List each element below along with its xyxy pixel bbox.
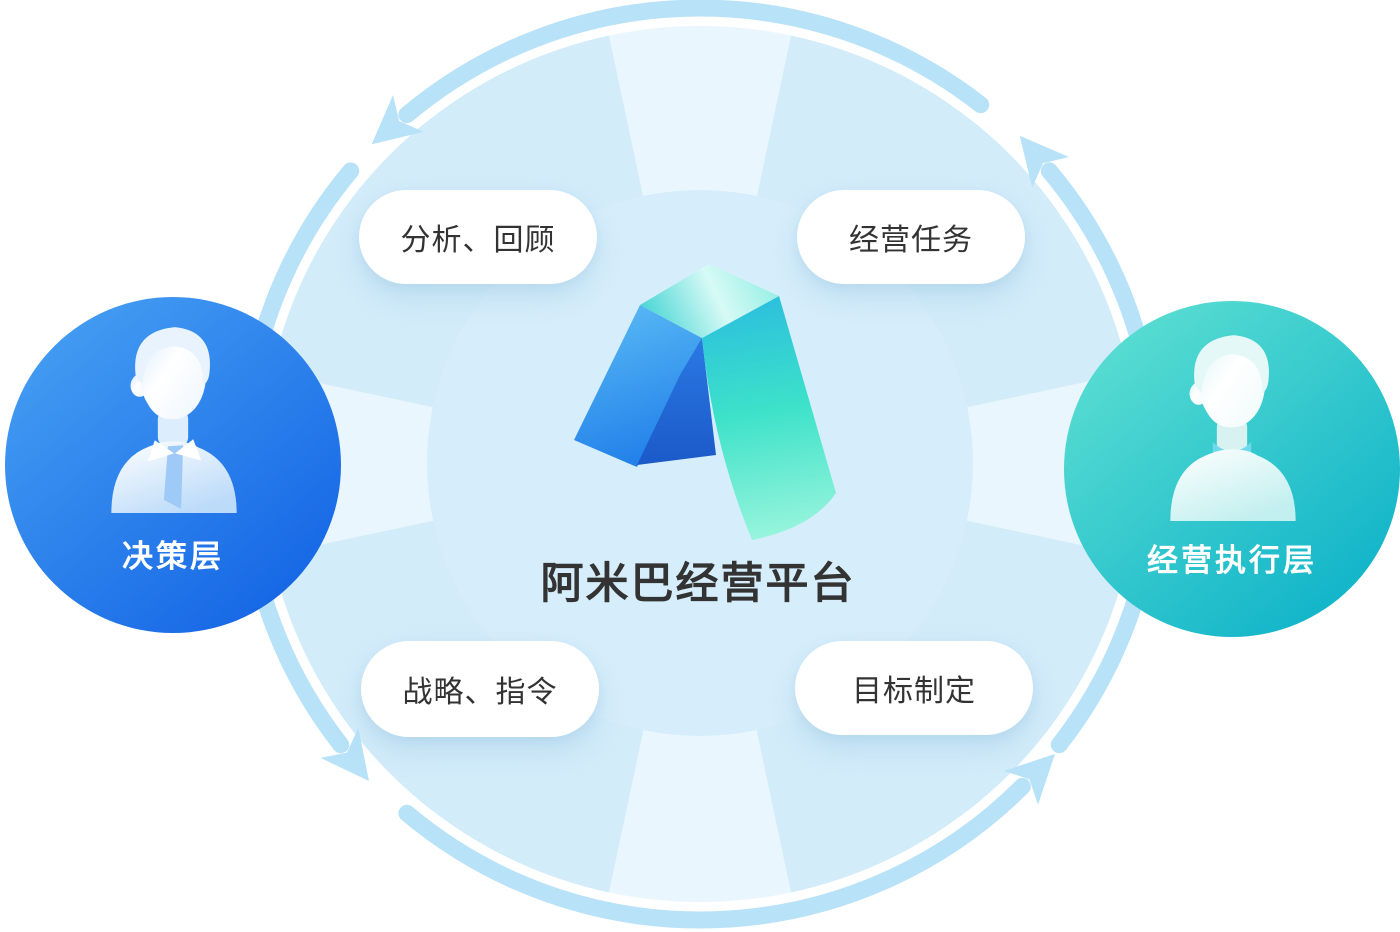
avatar-neck [1216, 417, 1248, 455]
execution-layer-circle: 经营执行层 [1064, 301, 1400, 637]
cycle-arc [398, 777, 1031, 929]
businessman-avatar-icon [111, 327, 237, 513]
avatar-head [1198, 339, 1266, 428]
pill-analysis-review-label: 分析、回顾 [400, 224, 556, 257]
cycle-arc [398, 0, 990, 124]
amoeba-3d-logo-icon [574, 264, 836, 540]
logo-right-face [702, 296, 836, 540]
avatar-head [139, 331, 207, 420]
pill-strategy-directives-label: 战略、指令 [402, 676, 558, 709]
avatar-neck [157, 409, 189, 447]
avatar-torso [1170, 449, 1296, 521]
pill-analysis-review: 分析、回顾 [359, 190, 597, 284]
logo-inner-face [637, 338, 716, 465]
avatar-collar-right [175, 439, 202, 461]
avatar-hair [135, 327, 210, 386]
pill-goal-setting-label: 目标制定 [852, 675, 976, 708]
pill-operating-tasks-label: 经营任务 [849, 224, 973, 257]
logo-left-leg [574, 305, 702, 467]
center-title: 阿米巴经营平台 [540, 560, 856, 608]
inner-cycle-circle [427, 190, 973, 736]
logo-top-face [640, 264, 779, 338]
decision-layer-circle: 决策层 [5, 297, 341, 633]
pill-goal-setting: 目标制定 [795, 641, 1033, 735]
cycle-arrowhead [320, 728, 369, 781]
avatar-tie [163, 445, 184, 509]
pill-operating-tasks: 经营任务 [797, 190, 1025, 284]
decision-layer-label: 决策层 [122, 539, 224, 574]
execution-layer-label: 经营执行层 [1147, 543, 1317, 578]
cycle-arrowhead [1004, 753, 1055, 805]
avatar-collar-left [147, 440, 175, 462]
cycle-arrowhead [1019, 135, 1069, 188]
cycle-arrowhead [371, 95, 424, 145]
pill-strategy-directives: 战略、指令 [361, 641, 599, 737]
avatar-hair [1194, 335, 1269, 394]
person-avatar-icon [1170, 335, 1296, 521]
